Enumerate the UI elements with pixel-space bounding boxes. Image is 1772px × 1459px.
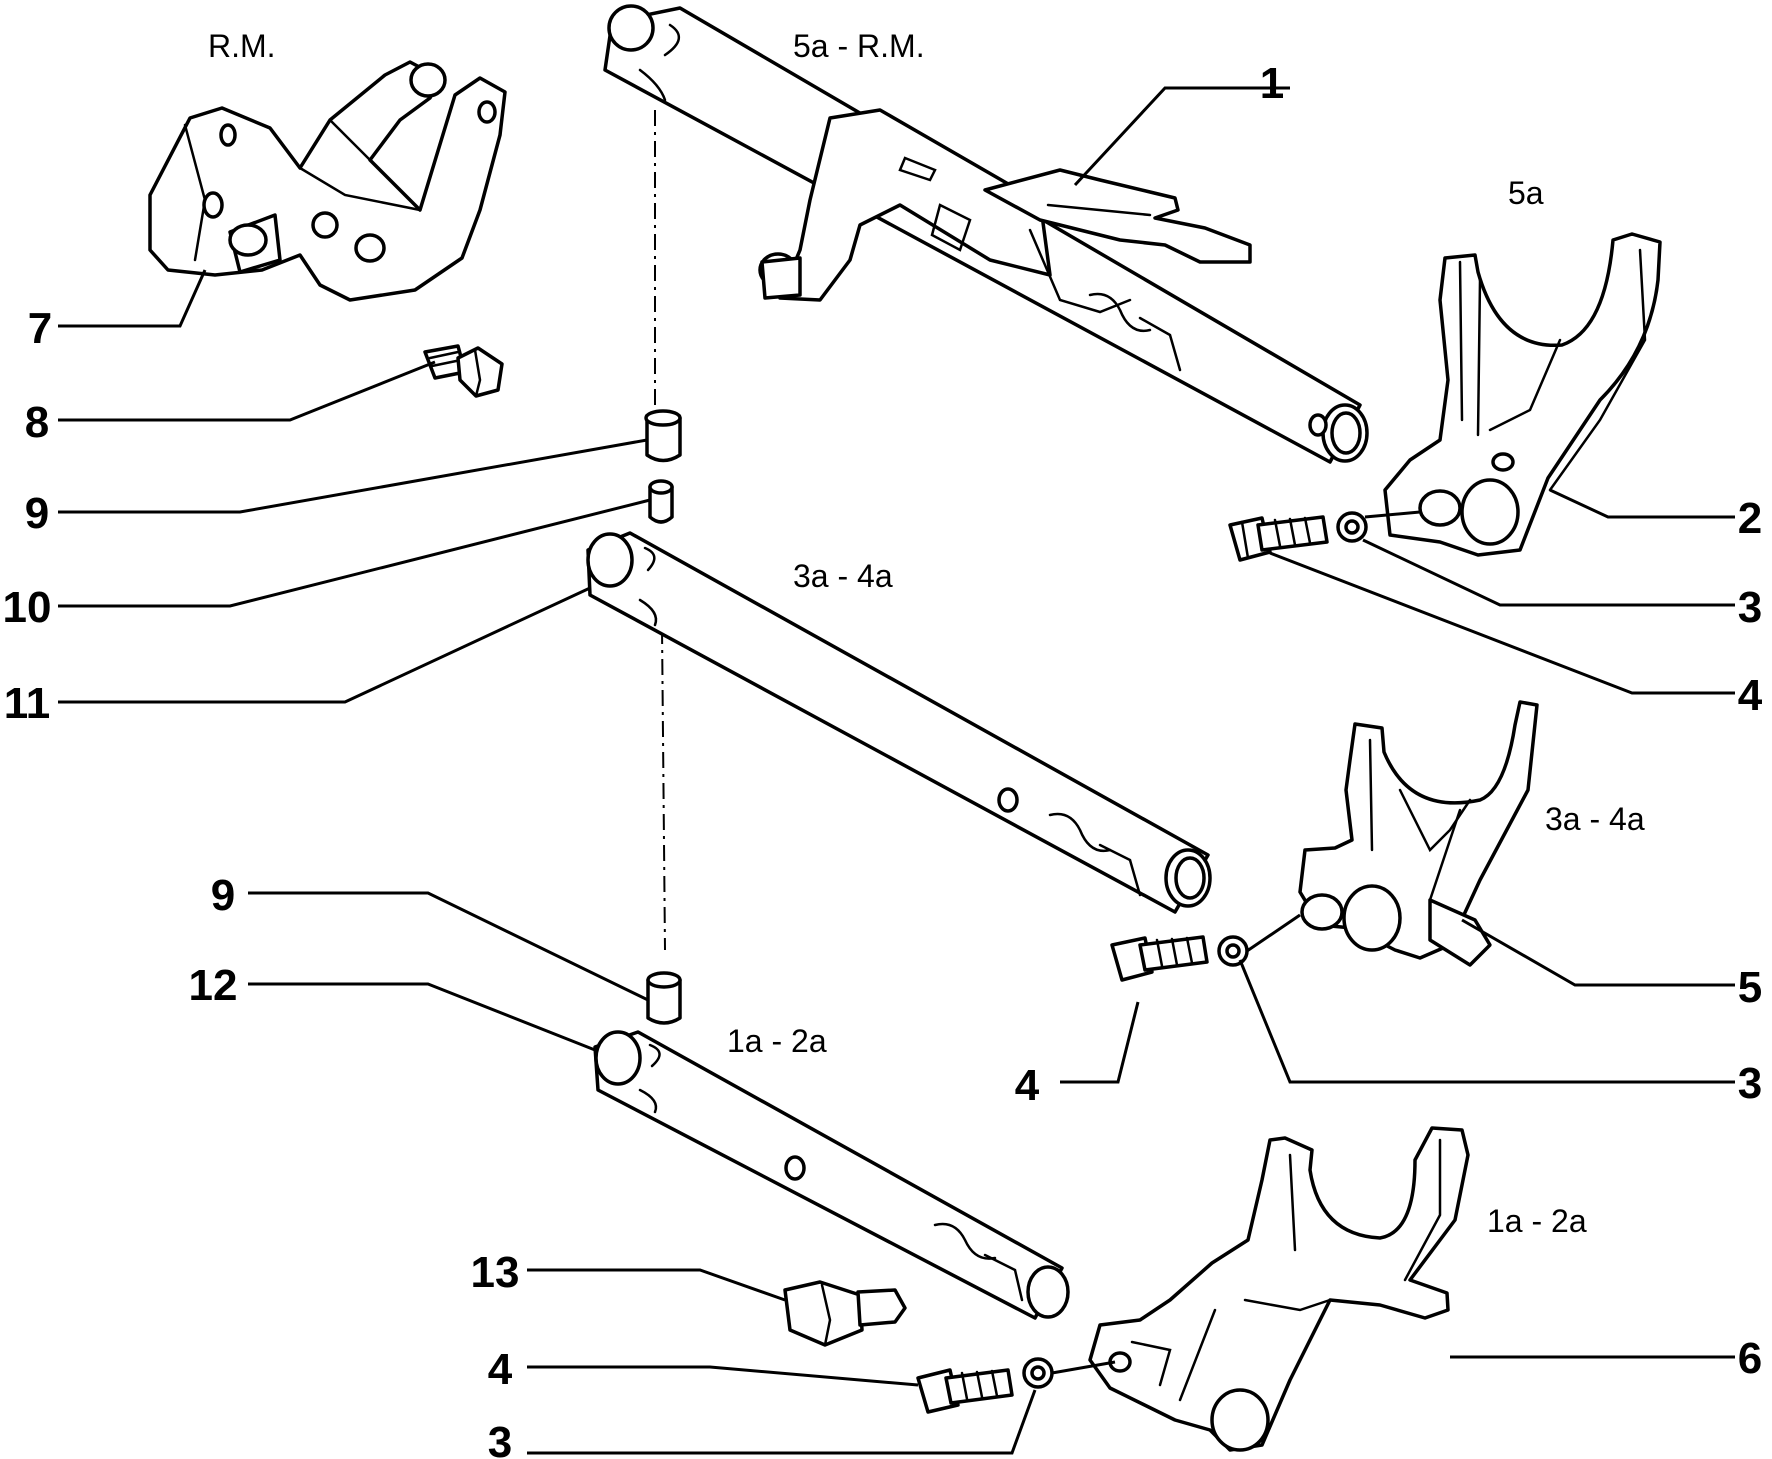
part-2-fifth-fork — [1383, 232, 1662, 557]
callout-12: 12 — [189, 961, 238, 1010]
callout-11: 11 — [4, 679, 51, 728]
part-1-fifth-reverse-rod — [603, 4, 1369, 464]
part-3-washer-upper — [1336, 511, 1368, 543]
part-3-washer-lower — [1022, 1357, 1054, 1389]
callout-1: 1 — [1260, 59, 1284, 108]
callout-8: 8 — [25, 398, 49, 447]
label-third-fourth-fork: 3a - 4a — [1545, 801, 1645, 837]
callout-4-middle: 4 — [1015, 1061, 1040, 1110]
part-4-bolt-middle — [1110, 935, 1209, 982]
part-4-bolt-upper — [1228, 515, 1329, 562]
callout-3-lower: 3 — [488, 1418, 512, 1459]
leader-lines — [58, 86, 1735, 1455]
part-13-plug — [783, 1280, 907, 1347]
section-labels: R.M. 5a - R.M. 5a 3a - 4a 3a - 4a 1a - 2… — [208, 28, 1645, 1239]
callout-9-lower: 9 — [211, 871, 235, 920]
callout-2: 2 — [1738, 494, 1762, 543]
label-fifth: 5a — [1508, 175, 1544, 211]
callout-numbers: 1 2 3 4 5 3 4 6 7 8 9 10 11 9 12 13 4 3 — [3, 59, 1763, 1459]
callout-13: 13 — [471, 1248, 520, 1297]
label-first-second-rod: 1a - 2a — [727, 1023, 827, 1059]
label-first-second-fork: 1a - 2a — [1487, 1203, 1587, 1239]
callout-4-upper: 4 — [1738, 671, 1763, 720]
part-10-pin — [648, 479, 674, 524]
callout-10: 10 — [3, 583, 52, 632]
callout-3-upper: 3 — [1738, 583, 1762, 632]
part-5-third-fourth-fork — [1298, 700, 1539, 967]
label-rm-top: R.M. — [208, 28, 276, 64]
part-4-bolt-lower — [916, 1368, 1014, 1414]
center-axis-line — [654, 110, 666, 951]
part-11-third-fourth-rod — [586, 531, 1212, 914]
label-fifth-reverse: 5a - R.M. — [793, 28, 925, 64]
part-12-first-second-rod — [593, 1030, 1070, 1320]
callout-5: 5 — [1738, 963, 1762, 1012]
part-8-bolt — [423, 344, 504, 398]
callout-7: 7 — [28, 304, 52, 353]
part-6-first-second-fork — [1088, 1126, 1470, 1452]
callout-3-middle: 3 — [1738, 1059, 1762, 1108]
callout-9-upper: 9 — [25, 489, 49, 538]
callout-6: 6 — [1738, 1334, 1762, 1383]
callout-4-lower: 4 — [488, 1345, 513, 1394]
part-9-pin-lower — [646, 971, 682, 1025]
label-third-fourth-rod: 3a - 4a — [793, 558, 893, 594]
part-7-reverse-bracket — [148, 60, 507, 302]
part-3-washer-middle — [1217, 935, 1249, 967]
part-9-pin-upper — [644, 409, 682, 463]
